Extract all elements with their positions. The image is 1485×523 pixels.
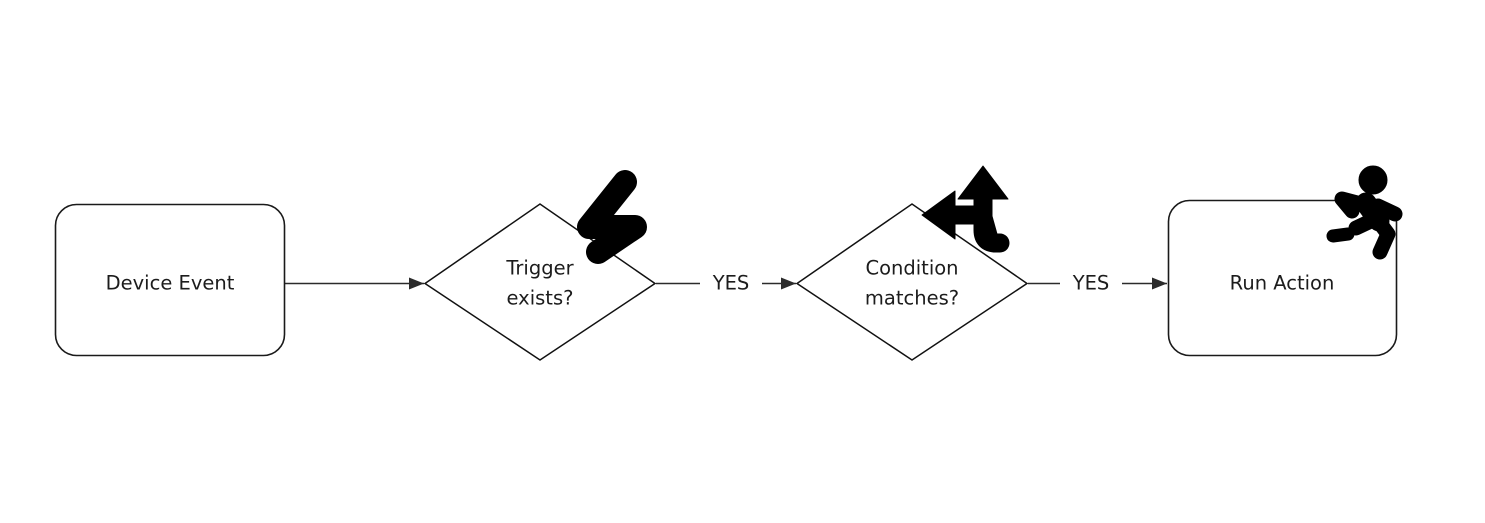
branch-fork-left-arrowhead [921,190,956,240]
device-event-label: Device Event [106,272,235,295]
trigger-exists-label-line1: Trigger [505,257,574,280]
edge-label-yes-1: YES [712,272,750,295]
runner-back-arm [1334,191,1369,219]
runner-front-arm [1370,198,1403,222]
runner-trailing-foot [1326,227,1355,243]
edge-condition-to-run-action: YES [1028,272,1167,295]
node-trigger-exists[interactable]: Trigger exists? [423,203,657,361]
run-action-label: Run Action [1230,272,1335,295]
runner-front-leg [1371,214,1396,260]
runner-head [1358,165,1388,195]
condition-matches-diamond[interactable] [795,203,1029,361]
trigger-exists-label-line2: exists? [507,287,574,310]
lightning-bolt-icon [577,170,647,264]
node-device-event[interactable]: Device Event [54,203,286,357]
running-person-icon [1326,165,1403,260]
trigger-exists-diamond[interactable] [423,203,657,361]
edge-2-arrowhead [781,277,796,290]
lightning-bolt-icon-path [577,170,647,264]
branch-fork-up-arrowhead [957,165,1009,200]
edge-3-arrowhead [1152,277,1167,290]
condition-matches-label-line2: matches? [865,287,959,310]
edge-trigger-to-condition: YES [656,272,796,295]
device-event-box[interactable] [54,203,286,357]
edge-device-event-to-trigger [285,277,424,290]
edge-label-yes-2: YES [1072,272,1110,295]
condition-matches-label-line1: Condition [865,257,958,280]
node-condition-matches[interactable]: Condition matches? [795,203,1029,361]
edge-1-arrowhead [409,277,424,290]
branch-fork-arrow-icon [921,165,1010,253]
runner-back-leg [1348,212,1381,236]
